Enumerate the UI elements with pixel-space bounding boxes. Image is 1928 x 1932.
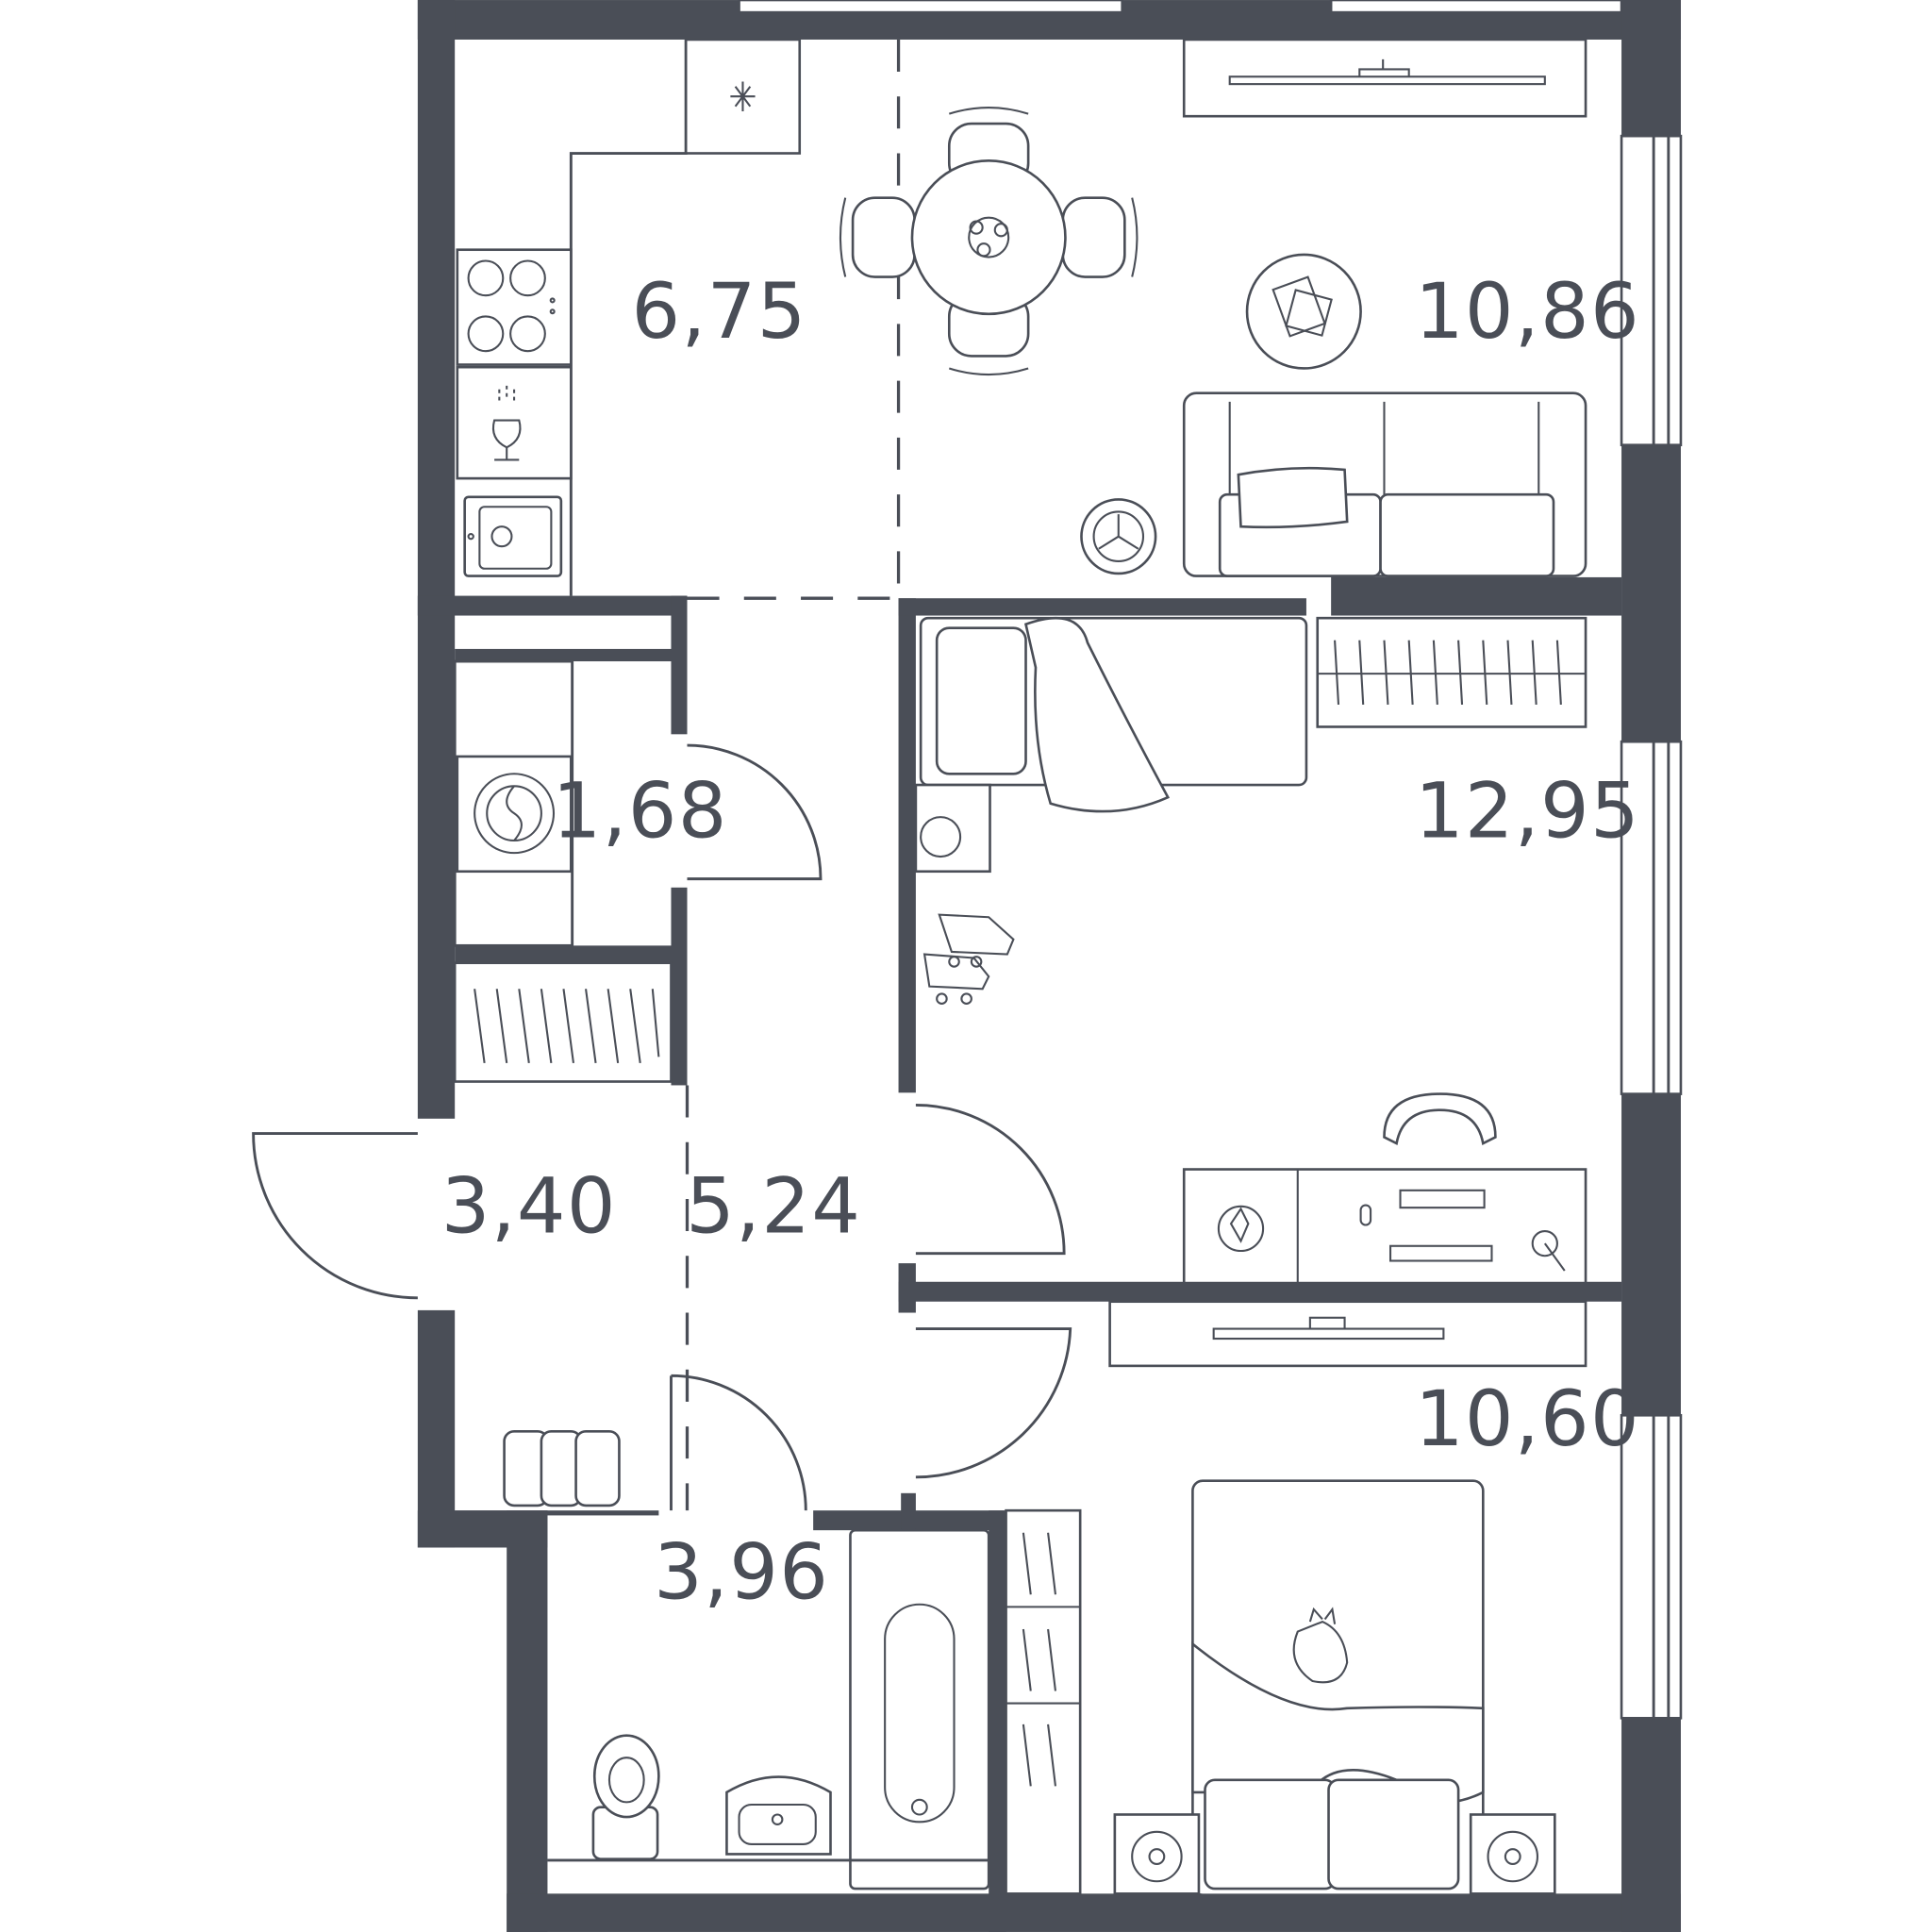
room-labels: 6,75 10,86 1,68 12,95 3,40 5,24 3,96 10,… (441, 268, 1640, 1617)
bedroom-small-furniture (1005, 1300, 1587, 1896)
zone-dividers (685, 39, 901, 1511)
entry-wardrobe (453, 961, 673, 1507)
laundry-area-label: 1,68 (553, 767, 728, 856)
kitchen-furniture (456, 38, 802, 596)
bathroom-furniture (547, 1528, 990, 1890)
entrance-area-label: 3,40 (441, 1163, 617, 1252)
walls (417, 0, 1681, 1932)
bathroom-area-label: 3,96 (654, 1528, 829, 1617)
dining-table (839, 106, 1139, 376)
living-room-furniture (1080, 38, 1587, 577)
laundry-furniture (453, 659, 574, 947)
bedroom-small-area-label: 10,60 (1415, 1375, 1640, 1464)
living-room-area-label: 10,86 (1415, 268, 1640, 357)
kitchen-area-label: 6,75 (632, 268, 807, 357)
bedroom-large-area-label: 12,95 (1415, 767, 1640, 856)
bedroom-large-furniture (914, 616, 1587, 1285)
windows (738, 0, 1683, 1720)
hallway-area-label: 5,24 (686, 1163, 861, 1252)
doors (252, 743, 1072, 1511)
